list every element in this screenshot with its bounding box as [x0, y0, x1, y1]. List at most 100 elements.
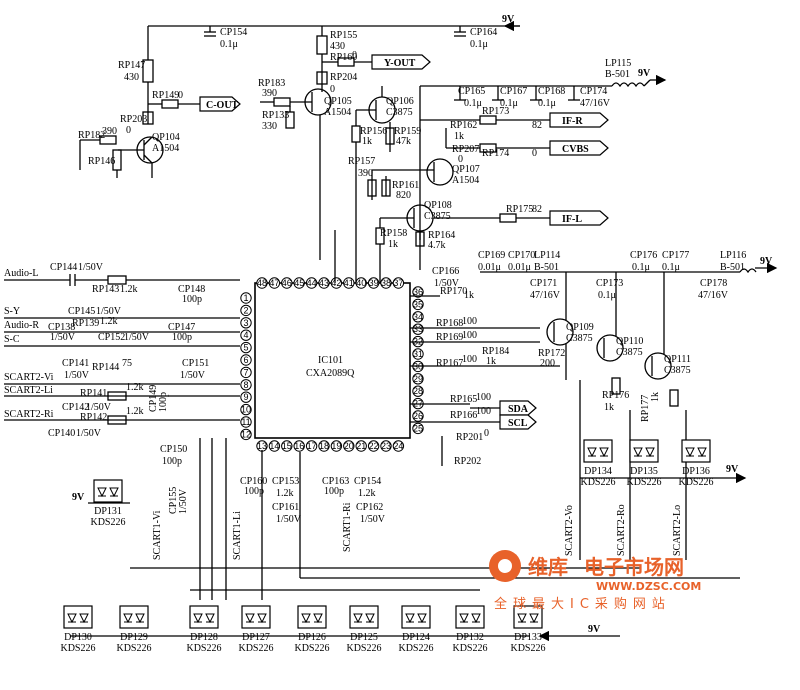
rp144-val: 75 [122, 358, 132, 369]
qp109-transistor [546, 318, 574, 346]
rp204-val: 0 [330, 84, 335, 95]
rp183-ref: RP183 [258, 78, 285, 89]
cp150-ref: CP150 [160, 444, 187, 455]
cp168-val: 0.1μ [538, 98, 556, 109]
dp130-ref: DP130 [64, 632, 92, 643]
rp141-val: 1.2k [126, 382, 144, 393]
cp149-ref: CP149 [148, 385, 159, 412]
cp138-val: 1/50V [50, 332, 76, 343]
cp171-ref: CP171 [530, 278, 557, 289]
rp133-val: 330 [262, 121, 277, 132]
rp168-val: 100 [462, 316, 477, 327]
ic-pin-number: 37 [393, 278, 403, 288]
rp155-val: 430 [330, 41, 345, 52]
ic-pin-number: 35 [413, 299, 423, 309]
ic-pin-number: 13 [257, 441, 267, 451]
ic-pin [343, 440, 355, 452]
rp159-ref: RP159 [394, 126, 421, 137]
watermark-url: WWW.DZSC.COM [596, 580, 701, 593]
rp164-val: 4.7k [428, 240, 446, 251]
dp124-ref: DP124 [402, 632, 430, 643]
cp178-val: 47/16V [698, 290, 729, 301]
ic-pin [293, 440, 305, 452]
cp153-ref: CP153 [272, 476, 299, 487]
sda-connector [499, 400, 537, 416]
ic-pin [240, 403, 252, 416]
rp175-ref: RP175 [506, 204, 533, 215]
cp140-ref: CP140 [48, 428, 75, 439]
cp155-ref: CP155 [168, 487, 179, 514]
ic-pin-number: 23 [381, 441, 391, 451]
cp144-ref: CP144 [50, 262, 77, 273]
qp104-part: A1504 [152, 143, 179, 154]
cp170-val: 0.01μ [508, 262, 531, 273]
cp147-val: 100p [172, 332, 192, 343]
ic-pin [412, 286, 424, 298]
qp109-part: C3875 [566, 333, 593, 344]
scart1-li-label: SCART1-Li [232, 511, 243, 560]
dp136-part: KDS226 [678, 477, 713, 488]
cp149-val: 100p [158, 392, 169, 412]
ic-pin-number: 39 [369, 278, 379, 288]
cp155-val: 1/50V [178, 488, 189, 514]
dp127-part: KDS226 [238, 643, 273, 654]
cp173-val: 0.1μ [598, 290, 616, 301]
ic-part: CXA2089Q [306, 368, 355, 379]
ic-pin-number: 10 [241, 405, 251, 415]
ic-pin [240, 428, 252, 441]
rp161-ref: RP161 [392, 180, 419, 191]
cp164-val: 0.1μ [470, 39, 488, 50]
cp160-ref: CP160 [240, 476, 267, 487]
ic-pin-number: 45 [294, 278, 304, 288]
c-out-label: C-OUT [206, 100, 239, 111]
ic-pin-number: 1 [243, 293, 248, 303]
qp111-ref: QP111 [664, 354, 691, 365]
dp135-part: KDS226 [626, 477, 661, 488]
audio-r-label: Audio-R [4, 320, 39, 331]
ic-pin-number: 17 [307, 441, 317, 451]
ic-pin-number: 26 [413, 411, 423, 421]
ic-pin-number: 15 [282, 441, 292, 451]
watermark-slogan: 全球最大IC采购网站 [494, 596, 671, 612]
cp174-ref: CP174 [580, 86, 607, 97]
dp136-ref: DP136 [682, 466, 710, 477]
rp160-val: 0 [352, 50, 357, 61]
rp172-ref: RP172 [538, 348, 565, 359]
rp173-val: 82 [532, 120, 542, 131]
cvbs-connector [549, 140, 609, 156]
scart2-lo-label: SCART2-Lo [672, 505, 683, 556]
top-decoupling: CP154 0.1μ CP164 0.1μ [204, 27, 497, 50]
ic-pin-number: 34 [413, 312, 423, 322]
cp171-val: 47/16V [530, 290, 561, 301]
ic-pin [367, 277, 380, 289]
cp141-val: 1/50V [64, 370, 90, 381]
rp162-val: 1k [454, 131, 464, 142]
cp161-ref: CP161 [272, 502, 299, 513]
ic-pin-number: 21 [356, 441, 366, 451]
cp167-val: 0.1μ [500, 98, 518, 109]
cp145-ref: CP145 [68, 306, 95, 317]
cp165-val: 0.1μ [464, 98, 482, 109]
rp156-ref: RP156 [360, 126, 387, 137]
right-outputs: CP166 1/50V CP169 0.01μ CP170 0.01μ LP11… [410, 250, 757, 560]
rp203-val: 0 [126, 125, 131, 136]
rp143-ref: RP143 [92, 284, 119, 295]
scart2-vi-label: SCART2-Vi [4, 372, 54, 383]
ic-pin-number: 24 [393, 441, 403, 451]
rp166-val: 100 [476, 406, 491, 417]
cp176-ref: CP176 [630, 250, 657, 261]
cp141-ref: CP141 [62, 358, 89, 369]
power-rails: 9V 9V 9V 9V 9V 9V [70, 14, 778, 642]
ic-pin-number: 20 [344, 441, 354, 451]
rp169-val: 100 [462, 330, 477, 341]
rp204-ref: RP204 [330, 72, 357, 83]
cp165-ref: CP165 [458, 86, 485, 97]
rp172-val: 200 [540, 358, 555, 369]
rp167-ref: RP167 [436, 358, 463, 369]
rp144-ref: RP144 [92, 362, 119, 373]
rp182-val: 390 [102, 126, 117, 137]
